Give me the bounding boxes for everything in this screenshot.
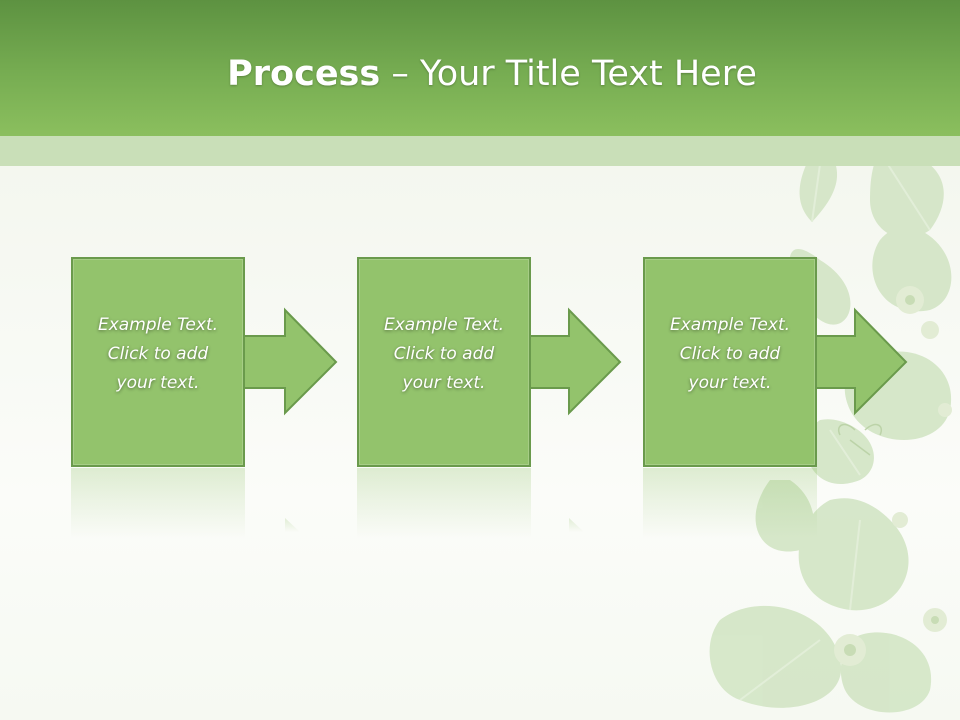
slide-title-rest: – Your Title Text Here [380, 54, 757, 94]
slide-title[interactable]: Process – Your Title Text Here [0, 50, 960, 98]
arrow-right-icon [239, 307, 338, 416]
leaf-shape [805, 419, 874, 485]
process-step-1[interactable]: Example Text. Click to add your text. [71, 257, 245, 467]
leaf-shape [798, 498, 909, 611]
header-band [0, 136, 960, 166]
slide-title-strong: Process [227, 54, 381, 94]
step-text: Example Text. Click to add your text. [97, 315, 219, 393]
leaf-shape [872, 226, 952, 312]
process-step-3[interactable]: Example Text. Click to add your text. [643, 257, 817, 467]
arrow-right-icon [809, 307, 908, 416]
arrow-reflection [285, 518, 300, 532]
arrow-right-icon [523, 307, 622, 416]
step-reflection [643, 468, 817, 538]
arrow-reflection [569, 518, 584, 532]
step-reflection [71, 468, 245, 538]
step-text: Example Text. Click to add your text. [669, 315, 791, 393]
leaf-shape [755, 480, 814, 552]
header-bar [0, 0, 960, 136]
step-reflection [357, 468, 531, 538]
process-step-2[interactable]: Example Text. Click to add your text. [357, 257, 531, 467]
leaf-shape [709, 605, 842, 708]
step-text: Example Text. Click to add your text. [383, 315, 505, 393]
flower-center [844, 295, 939, 656]
dragonfly-decoration-icon [838, 423, 882, 456]
